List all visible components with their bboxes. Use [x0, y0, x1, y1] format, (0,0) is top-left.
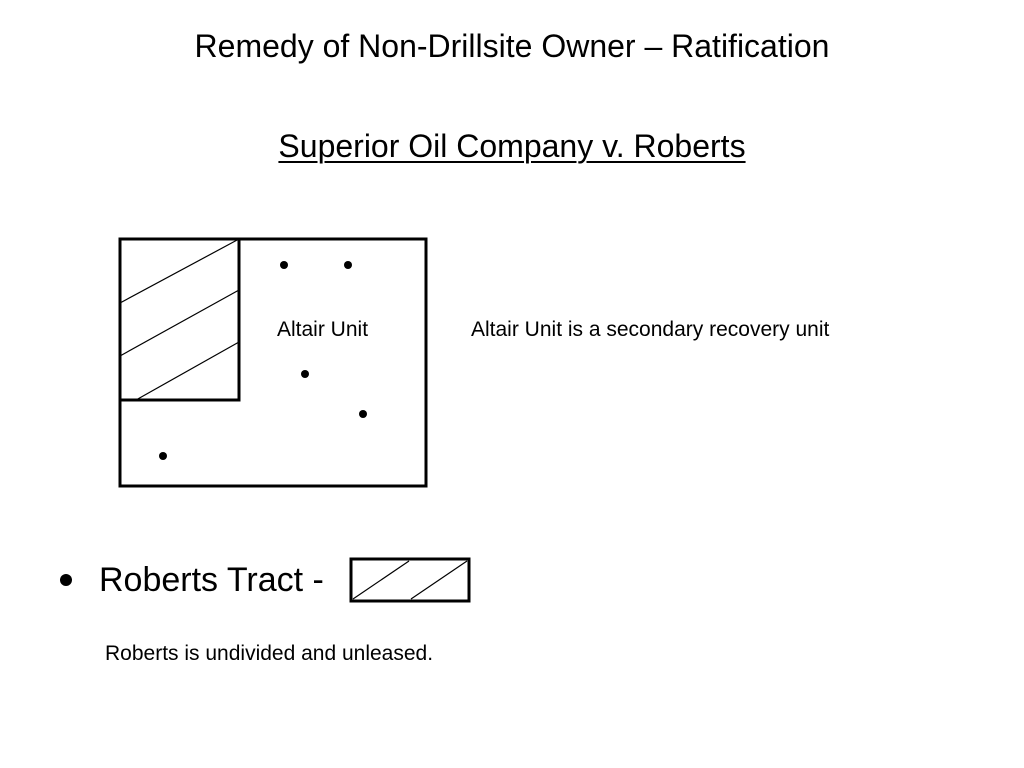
altair-unit-label: Altair Unit	[277, 318, 369, 341]
altair-unit-boundary	[118, 237, 428, 488]
well-marker	[159, 452, 167, 460]
case-subtitle: Superior Oil Company v. Roberts	[0, 122, 1024, 170]
roberts-tract-label: Roberts Tract -	[99, 561, 324, 599]
altair-unit-note: Altair Unit is a secondary recovery unit	[471, 318, 830, 341]
well-marker	[344, 261, 352, 269]
slide-title: Remedy of Non-Drillsite Owner – Ratifica…	[194, 28, 830, 64]
well-marker	[280, 261, 288, 269]
case-subtitle-text: Superior Oil Company v. Roberts	[278, 128, 746, 164]
roberts-tract-legend: Roberts Tract -	[60, 556, 471, 604]
well-marker	[301, 370, 309, 378]
well-markers	[159, 261, 367, 460]
well-marker	[359, 410, 367, 418]
roberts-tract-hatching	[119, 238, 240, 401]
bullet-icon	[60, 574, 72, 586]
hatched-swatch-icon	[349, 557, 471, 603]
roberts-note: Roberts is undivided and unleased.	[105, 642, 434, 665]
roberts-tract-area	[118, 237, 241, 402]
